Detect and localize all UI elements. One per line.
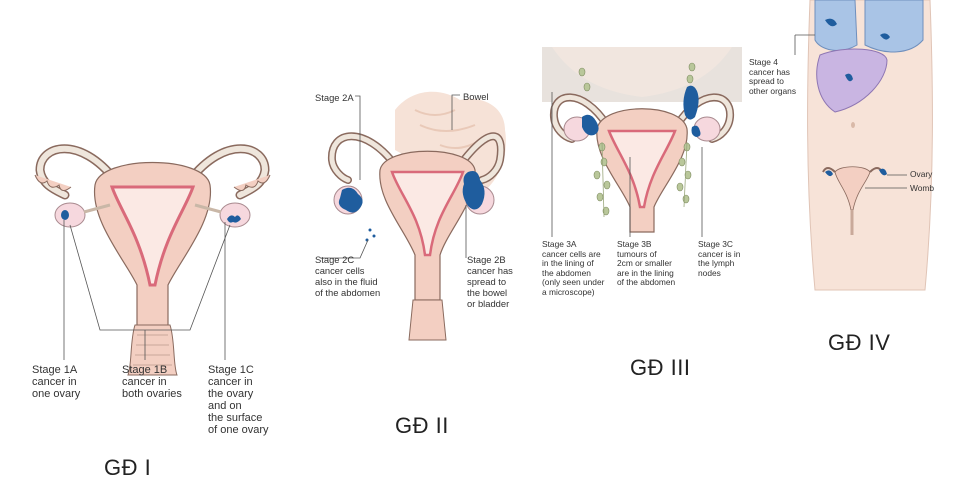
- stage-4-body-illustration: [794, 0, 933, 291]
- right-lung: [864, 0, 924, 53]
- stage-3a-label: Stage 3A cancer cells are in the lining …: [542, 239, 605, 297]
- stage-2-panel: [320, 90, 510, 341]
- liver: [816, 48, 888, 113]
- stage-1-panel: [20, 125, 290, 465]
- cancer-spot-1a: [61, 210, 69, 220]
- stage-3-title: GĐ III: [630, 355, 691, 380]
- left-lung: [814, 0, 858, 51]
- stage-3c-label: Stage 3C cancer is in the lymph nodes: [698, 239, 741, 278]
- stage-2b-label: Stage 2B cancer has spread to the bowel …: [467, 254, 513, 309]
- ovary-label: Ovary: [910, 169, 933, 179]
- stage-1-uterus-illustration: [34, 144, 271, 376]
- stage-3b-label: Stage 3B tumours of 2cm or smaller are i…: [617, 239, 676, 287]
- stage-4-label: Stage 4 cancer has spread to other organ…: [749, 57, 797, 96]
- stage-2a-label: Stage 2A: [315, 92, 354, 103]
- cancer-spot-2b: [462, 171, 485, 210]
- bowel: [395, 91, 506, 200]
- cancer-spot-2a: [338, 187, 363, 213]
- bowel-label: Bowel: [463, 91, 489, 102]
- stage-1b-label: Stage 1B cancer in both ovaries: [122, 364, 182, 400]
- stage-2c-label: Stage 2C cancer cells also in the fluid …: [315, 254, 381, 298]
- cancer-spot-1c: [227, 215, 241, 223]
- stage-4-title: GĐ IV: [828, 330, 891, 355]
- womb-label: Womb: [910, 183, 935, 193]
- right-ovary: [219, 202, 251, 228]
- stage-1a-label: Stage 1A cancer in one ovary: [32, 364, 81, 400]
- stage-3-panel: [542, 47, 742, 287]
- uterine-lining: [109, 185, 196, 287]
- left-ovary: [54, 202, 86, 228]
- stage-4-panel: [794, 0, 945, 291]
- stage-1-title: GĐ I: [104, 455, 152, 480]
- stage-2-uterus-illustration: [320, 91, 506, 341]
- stage-2-title: GĐ II: [395, 413, 449, 438]
- stage-3-uterus-illustration: [542, 47, 742, 237]
- stage-1c-label: Stage 1C cancer in the ovary and on the …: [208, 364, 269, 436]
